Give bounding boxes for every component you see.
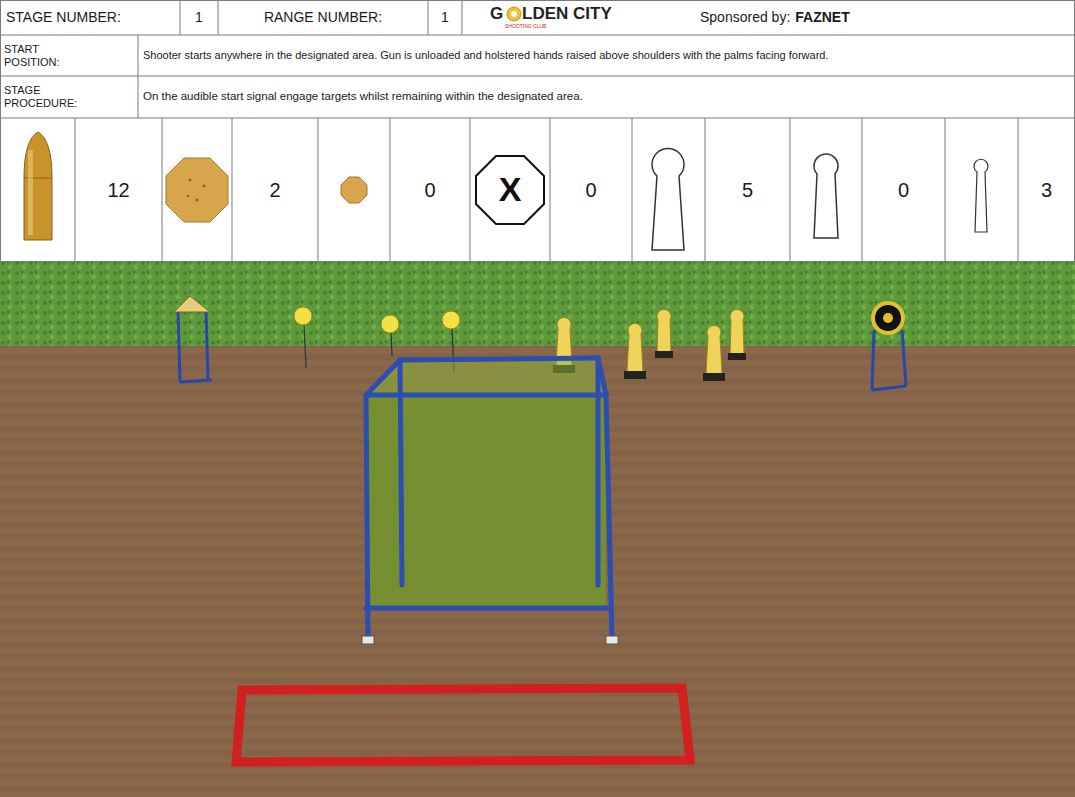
header-cell: STAGE NUMBER: bbox=[6, 0, 178, 35]
sponsor-text: Sponsored by: bbox=[700, 9, 790, 25]
target-count: 2 bbox=[232, 118, 318, 262]
logo-subtext: SHOOTING CLUB bbox=[505, 22, 595, 31]
target-count: 0 bbox=[550, 118, 632, 262]
target-count: 0 bbox=[390, 118, 470, 262]
header-cell: RANGE NUMBER: bbox=[218, 0, 428, 35]
row-heading: START POSITION: bbox=[4, 35, 76, 76]
target-count: 12 bbox=[75, 118, 162, 262]
row-text: Shooter starts anywhere in the designate… bbox=[143, 35, 1071, 76]
target-count: 3 bbox=[1018, 118, 1075, 262]
row-heading: STAGE PROCEDURE: bbox=[4, 76, 94, 118]
sponsor-line: Sponsored by: FAZNET bbox=[700, 0, 850, 35]
no-shoot-mark: X bbox=[476, 156, 544, 224]
logo-text: LDEN CITY bbox=[522, 2, 672, 26]
sponsor-name: FAZNET bbox=[795, 9, 849, 25]
target-count: 5 bbox=[705, 118, 790, 262]
header-value: 1 bbox=[428, 0, 462, 35]
header-value: 1 bbox=[180, 0, 218, 35]
row-text: On the audible start signal engage targe… bbox=[143, 76, 1071, 118]
logo-text: G bbox=[490, 2, 510, 26]
target-count: 0 bbox=[862, 118, 945, 262]
